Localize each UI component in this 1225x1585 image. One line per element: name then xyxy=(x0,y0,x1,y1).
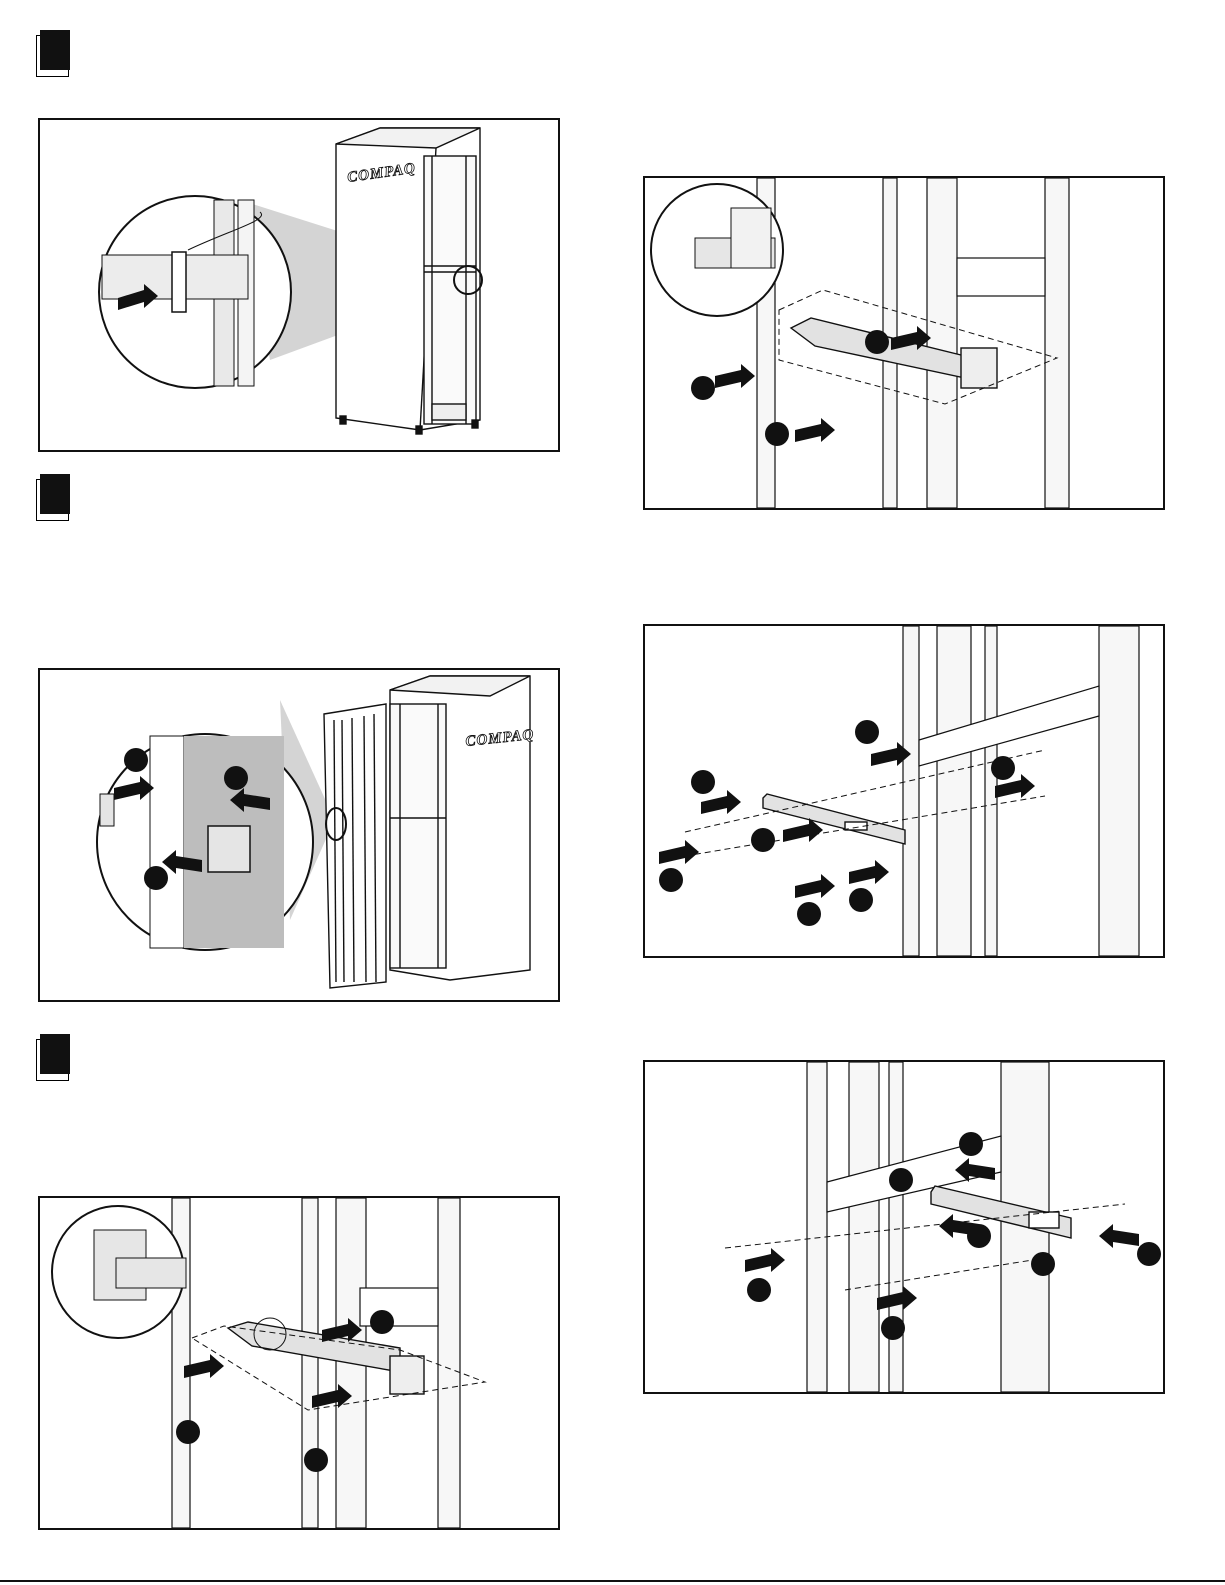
callout-icon xyxy=(1137,1242,1161,1266)
callout-icon xyxy=(849,888,873,912)
callout-icon xyxy=(144,866,168,890)
figure-front-bracket xyxy=(643,176,1165,510)
callout-icon xyxy=(224,766,248,790)
magnifier-circle-icon xyxy=(99,196,291,388)
callout-icon xyxy=(124,748,148,772)
callout-icon xyxy=(691,770,715,794)
callout-icon xyxy=(1031,1252,1055,1276)
callout-icon xyxy=(304,1448,328,1472)
cabinet-icon xyxy=(324,676,530,988)
callout-icon xyxy=(370,1310,394,1334)
callout-icon xyxy=(747,1278,771,1302)
arrow-icon xyxy=(795,418,835,442)
step-marker-1 xyxy=(36,30,70,72)
figure-door-ground: COMPAQ xyxy=(38,668,560,1002)
arrow-icon xyxy=(849,860,889,884)
figure-rear-bracket xyxy=(38,1196,560,1530)
magnifier-circle-icon xyxy=(52,1206,186,1338)
callout-icon xyxy=(889,1168,913,1192)
arrow-icon xyxy=(795,874,835,898)
callout-icon xyxy=(765,422,789,446)
arrow-icon xyxy=(701,790,741,814)
callout-icon xyxy=(176,1420,200,1444)
callout-icon xyxy=(865,330,889,354)
arrow-icon xyxy=(1099,1224,1139,1248)
page-bottom-rule xyxy=(0,1580,1225,1582)
callout-icon xyxy=(659,868,683,892)
arrow-icon xyxy=(659,840,699,864)
step-marker-3 xyxy=(36,1034,70,1076)
figure-cabinet-bracket: COMPAQ xyxy=(38,118,560,452)
figure-rail-screws xyxy=(643,624,1165,958)
callout-icon xyxy=(797,902,821,926)
callout-icon xyxy=(881,1316,905,1340)
callout-icon xyxy=(691,376,715,400)
arrow-icon xyxy=(745,1248,785,1272)
callout-icon xyxy=(855,720,879,744)
magnifier-circle-icon xyxy=(651,184,783,316)
step-marker-2 xyxy=(36,474,70,516)
callout-icon xyxy=(751,828,775,852)
arrow-icon xyxy=(715,364,755,388)
callout-icon xyxy=(967,1224,991,1248)
figure-rail-extension xyxy=(643,1060,1165,1394)
callout-icon xyxy=(991,756,1015,780)
callout-icon xyxy=(959,1132,983,1156)
